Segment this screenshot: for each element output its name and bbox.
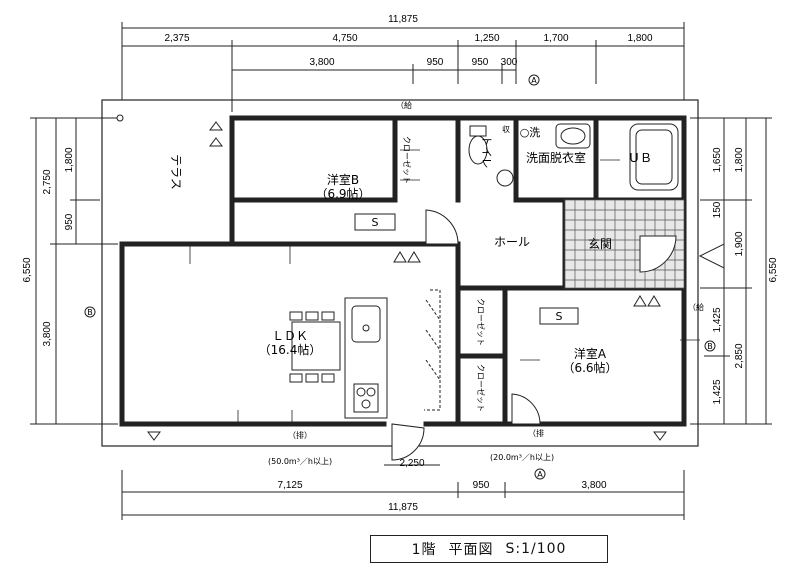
dim-right-r-0: 1,800 <box>734 147 745 172</box>
room-toilet: トイレ <box>480 136 493 169</box>
ldk-door <box>391 423 425 461</box>
dim-bottom-r2-0: 7,125 <box>277 480 302 491</box>
marker-a-top-text: A <box>531 76 537 85</box>
dim-right-i-3: 1,425 <box>712 379 723 404</box>
dim-left-i-0: 1,800 <box>64 147 75 172</box>
marker-b-left-text: B <box>87 308 93 317</box>
room-ub: ＵＢ <box>628 151 652 165</box>
marker-b-right-text: B <box>707 342 713 351</box>
dim-left-i-1: 950 <box>64 213 75 230</box>
room-washroom: 洗面脱衣室 <box>526 150 586 165</box>
room-western-a-size: （6.6帖） <box>562 360 617 375</box>
storage-label: 収 <box>502 124 510 134</box>
dim-top-r2-1: 950 <box>427 57 444 68</box>
dim-right-i-1: 150 <box>712 201 723 218</box>
room-hall: ホール <box>494 235 530 249</box>
dim-top-r1-0: 2,375 <box>164 33 189 44</box>
dim-right-total: 6,550 <box>768 257 779 282</box>
supply-label: （給 <box>396 100 412 110</box>
exhaust-a-label: （排 <box>528 428 544 438</box>
s-box-b <box>354 213 396 231</box>
marker-a-top <box>528 74 540 86</box>
vent-ldk-label: (50.0m³／h以上) <box>268 457 332 466</box>
dim-top-r1-3: 1,700 <box>543 33 568 44</box>
dim-bottom-total: 11,875 <box>388 502 418 513</box>
room-entrance: 玄関 <box>588 236 612 251</box>
room-western-b-size: （6.9帖） <box>315 186 370 201</box>
dim-right-i-2: 1,425 <box>712 307 723 332</box>
dim-top-total: 11,875 <box>388 14 418 25</box>
supply-a-label: （給 <box>688 302 704 312</box>
dim-left-r-1: 3,800 <box>42 321 53 346</box>
dim-top-r2-2: 950 <box>472 57 489 68</box>
kitchen-counter <box>344 297 388 419</box>
dim-right-r-2: 2,850 <box>734 343 745 368</box>
exhaust-ldk-label: （排） <box>288 430 312 440</box>
room-ldk-size: （16.4帖） <box>259 342 322 357</box>
title-name: 平面図 <box>448 542 494 558</box>
marker-a-bottom <box>534 468 546 480</box>
entrance-door <box>639 235 677 273</box>
dim-top-r2-3: 300 <box>501 57 518 68</box>
dim-top-r1-1: 4,750 <box>332 33 357 44</box>
closet-a2: クローゼット <box>476 364 486 412</box>
vent-a-label: (20.0m³／h以上) <box>490 453 554 462</box>
marker-b-right <box>704 340 716 352</box>
dim-bottom-r2-1: 950 <box>473 480 490 491</box>
room-terrace: テラス <box>169 154 183 190</box>
dim-right-r-1: 1,900 <box>734 231 745 256</box>
room-wash: ○洗 <box>520 126 541 139</box>
marker-b-left <box>84 306 96 318</box>
closet-a1: クローゼット <box>476 298 486 346</box>
dim-left-r-0: 2,750 <box>42 169 53 194</box>
title-floor: 1階 <box>411 542 437 558</box>
dim-left-total: 6,550 <box>22 257 33 282</box>
dim-right-i-0: 1,650 <box>712 147 723 172</box>
hall-door <box>425 209 459 245</box>
dim-bottom-r1-0: 2,250 <box>399 458 424 469</box>
dining-table <box>289 311 341 383</box>
s-box-a <box>539 307 579 325</box>
drawing-title: 1階 平面図 S:1/100 <box>370 535 608 563</box>
dim-top-r2-0: 3,800 <box>309 57 334 68</box>
room-a-door <box>511 393 541 425</box>
closet-b: クローゼット <box>402 136 412 184</box>
title-scale: S:1/100 <box>505 541 567 557</box>
staircase <box>424 289 441 411</box>
dim-top-r1-2: 1,250 <box>474 33 499 44</box>
s-label-b: S <box>372 216 379 229</box>
dim-bottom-r2-2: 3,800 <box>581 480 606 491</box>
room-western-a: 洋室A <box>574 346 607 361</box>
s-label-a: S <box>556 310 563 323</box>
room-ldk: ＬＤＫ <box>272 329 308 343</box>
marker-a-bottom-text: A <box>537 470 543 479</box>
room-western-b: 洋室B <box>327 172 359 187</box>
dim-top-r1-4: 1,800 <box>627 33 652 44</box>
